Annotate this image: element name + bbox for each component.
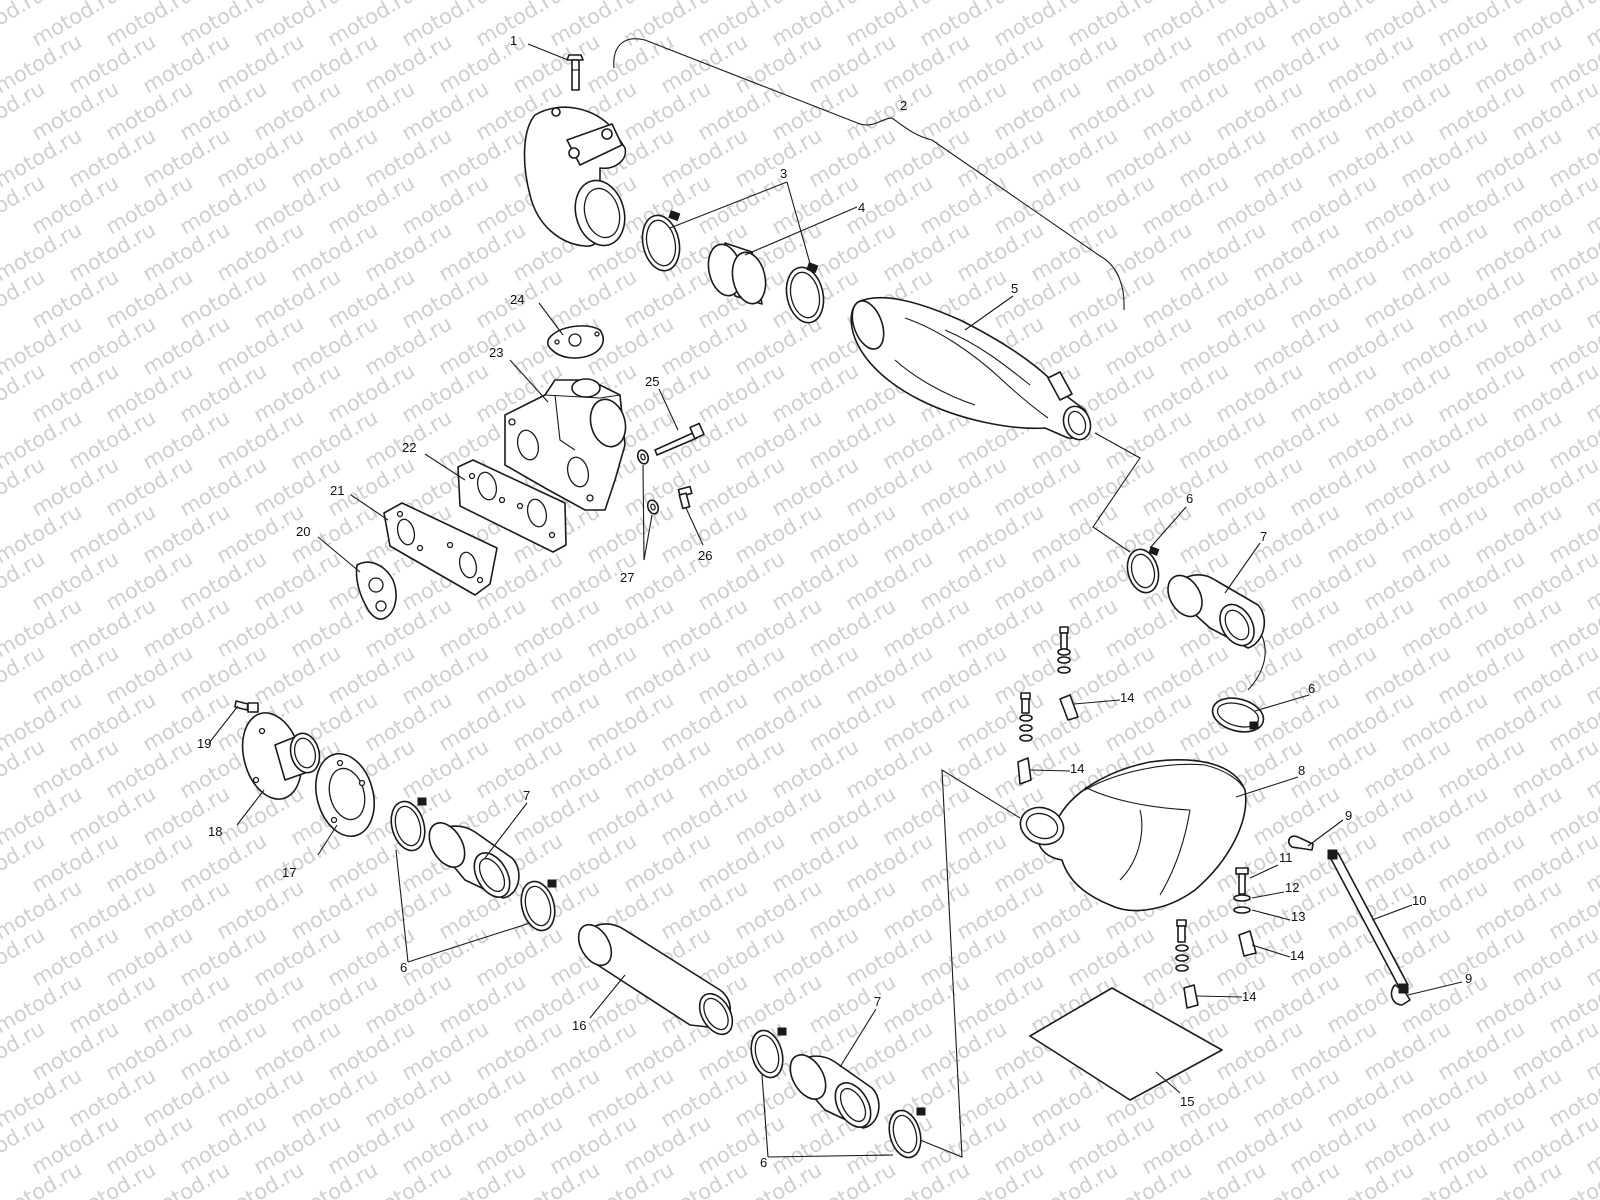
callout-27: 27 [620, 570, 634, 585]
callout-6-upper: 6 [1186, 491, 1193, 506]
callout-14-a: 14 [1120, 690, 1134, 705]
callout-3: 3 [780, 166, 787, 181]
callout-7-left: 7 [523, 788, 530, 803]
callout-20: 20 [296, 524, 310, 539]
callout-17: 17 [282, 865, 296, 880]
fitting-part-19[interactable] [234, 700, 259, 713]
callout-14-c: 14 [1290, 948, 1304, 963]
callout-6-mid: 6 [1308, 681, 1315, 696]
callout-1: 1 [510, 33, 517, 48]
callout-7-right: 7 [1260, 529, 1267, 544]
callout-22: 22 [402, 440, 416, 455]
washer-part-12[interactable] [1233, 894, 1251, 902]
callout-19: 19 [197, 736, 211, 751]
callout-18: 18 [208, 824, 222, 839]
callout-11: 11 [1279, 850, 1293, 865]
bolt-part-1[interactable] [566, 54, 584, 91]
callout-24: 24 [510, 292, 524, 307]
callout-2: 2 [900, 98, 907, 113]
callout-4: 4 [858, 200, 865, 215]
callout-12: 12 [1285, 880, 1299, 895]
lock-washer-part-13[interactable] [1233, 906, 1251, 914]
leader-lines [208, 43, 1463, 1158]
callout-6-bottom: 6 [760, 1155, 767, 1170]
callout-8: 8 [1298, 763, 1305, 778]
callout-9-lower: 9 [1465, 971, 1472, 986]
callout-25: 25 [645, 374, 659, 389]
callout-14-b: 14 [1070, 761, 1084, 776]
muffler-part-8[interactable] [1015, 759, 1247, 912]
callout-13: 13 [1291, 909, 1305, 924]
callout-16: 16 [572, 1018, 586, 1033]
bolt-part-26[interactable] [677, 485, 693, 510]
callout-6-left: 6 [400, 960, 407, 975]
callout-14-d: 14 [1242, 989, 1256, 1004]
callout-21: 21 [330, 483, 344, 498]
washer-part-27-upper[interactable] [636, 449, 650, 466]
callout-10: 10 [1412, 893, 1426, 908]
callout-26: 26 [698, 548, 712, 563]
callout-5: 5 [1011, 281, 1018, 296]
callout-23: 23 [489, 345, 503, 360]
callout-15: 15 [1180, 1094, 1194, 1109]
callout-9-upper: 9 [1345, 808, 1352, 823]
callout-7-bottom: 7 [874, 994, 881, 1009]
